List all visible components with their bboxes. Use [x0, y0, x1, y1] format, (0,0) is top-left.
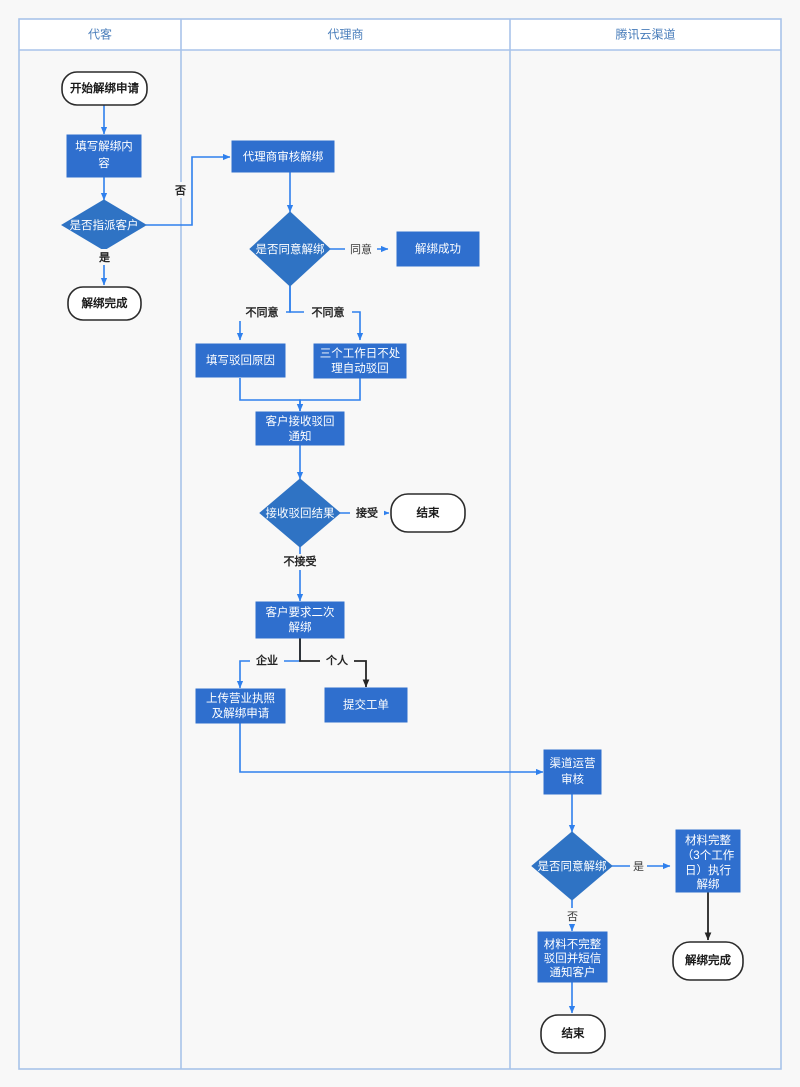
node-label-n9-line1: 三个工作日不处 — [320, 347, 401, 360]
node-label-n15: 提交工单 — [343, 698, 389, 712]
edge-label-n13-n14: 企业 — [255, 653, 278, 667]
node-label-n18-line3: 日）执行 — [685, 863, 731, 877]
node-label-n13-line2: 解绑 — [289, 620, 312, 634]
node-material-incomplete-reject-sms[interactable]: 材料不完整 驳回并短信 通知客户 — [537, 931, 608, 983]
lane-header-tencent: 腾讯云渠道 — [615, 27, 675, 42]
node-label-n5: 代理商审核解绑 — [243, 150, 324, 164]
node-channel-operation-review[interactable]: 渠道运营 审核 — [543, 749, 602, 795]
node-label-n17: 是否同意解绑 — [538, 859, 607, 873]
node-label-n4: 解绑完成 — [82, 296, 128, 310]
lane-title-agent: 代理商 — [327, 27, 363, 42]
swimlane-frame — [18, 18, 782, 1070]
edge-label-n11-n12: 接受 — [356, 505, 378, 519]
node-label-n10-line2: 通知 — [289, 429, 312, 443]
node-submit-ticket[interactable]: 提交工单 — [324, 687, 408, 723]
node-customer-receive-reject-notice[interactable]: 客户接收驳回 通知 — [255, 411, 345, 446]
node-label-n21: 结束 — [561, 1026, 585, 1040]
edge-n3-n5 — [146, 153, 231, 226]
node-fill-unbind-content[interactable]: 填写解绑内 容 — [66, 134, 142, 178]
node-label-n19-line2: 驳回并短信 — [544, 951, 602, 965]
node-label-n9-line2: 理自动驳回 — [331, 362, 389, 375]
lane-title-tencent: 腾讯云渠道 — [615, 27, 675, 42]
node-start-unbind-request[interactable]: 开始解绑申请 — [61, 71, 148, 106]
node-material-complete-execute-unbind[interactable]: 材料完整 （3个工作 日）执行 解绑 — [675, 829, 741, 893]
lane-title-customer: 代客 — [88, 27, 112, 42]
node-label-n10-line1: 客户接收驳回 — [266, 414, 335, 428]
edge-n9-n10 — [296, 378, 361, 412]
node-label-n12: 结束 — [416, 506, 440, 520]
node-label-n18-line4: 解绑 — [697, 877, 720, 891]
edge-labels: 是 否 同意 不同意 不同意 接受 不接受 企业 个人 是 否 — [96, 182, 647, 924]
node-label-n18-line2: （3个工作 — [682, 849, 735, 862]
node-label-n11: 接收驳回结果 — [266, 506, 335, 520]
node-decision-channel-agree-unbind[interactable]: 是否同意解绑 — [531, 831, 613, 901]
node-label-n8: 填写驳回原因 — [206, 353, 275, 367]
node-label-n6: 是否同意解绑 — [256, 242, 325, 256]
node-label-n14-line2: 及解绑申请 — [212, 706, 270, 720]
edge-n14-n16 — [239, 722, 544, 776]
node-label-n20: 解绑完成 — [685, 953, 731, 967]
edge-label-n3-n4: 是 — [98, 251, 111, 264]
node-label-n19-line3: 通知客户 — [550, 965, 596, 979]
node-decision-receive-reject-result[interactable]: 接收驳回结果 — [259, 478, 341, 548]
node-label-n1: 开始解绑申请 — [70, 81, 139, 95]
edge-label-n11-n13: 不接受 — [284, 554, 317, 568]
lane-header-customer: 代客 — [88, 27, 112, 42]
node-decision-assign-customer[interactable]: 是否指派客户 — [61, 199, 147, 251]
node-auto-reject-3days[interactable]: 三个工作日不处 理自动驳回 — [313, 343, 407, 379]
node-label-n18-line1: 材料完整 — [685, 833, 731, 847]
connectors — [100, 105, 712, 1014]
edge-label-n13-n15: 个人 — [325, 653, 349, 667]
node-decision-agent-agree-unbind[interactable]: 是否同意解绑 — [249, 211, 331, 287]
node-agent-review-unbind[interactable]: 代理商审核解绑 — [231, 140, 335, 173]
node-label-n16-line2: 审核 — [561, 772, 584, 786]
node-label-n2-line1: 填写解绑内 — [75, 139, 133, 153]
edge-label-n17-n18: 是 — [633, 860, 644, 873]
node-label-n16-line1: 渠道运营 — [550, 756, 596, 770]
node-upload-license-and-application[interactable]: 上传营业执照 及解绑申请 — [195, 688, 286, 724]
edge-label-n17-n19: 否 — [567, 911, 578, 923]
node-label-n3: 是否指派客户 — [70, 218, 139, 232]
edge-label-n6-n8: 不同意 — [246, 305, 279, 319]
edge-label-n3-n5: 否 — [174, 184, 186, 197]
edge-label-n6-n7: 同意 — [350, 242, 372, 256]
node-label-n7: 解绑成功 — [415, 242, 461, 256]
node-label-n19-line1: 材料不完整 — [544, 937, 602, 951]
node-fill-reject-reason[interactable]: 填写驳回原因 — [195, 343, 286, 378]
node-customer-request-second-unbind[interactable]: 客户要求二次 解绑 — [255, 601, 345, 639]
node-end-agent[interactable]: 结束 — [390, 493, 466, 533]
node-label-n13-line1: 客户要求二次 — [266, 605, 335, 619]
node-end-channel[interactable]: 结束 — [540, 1014, 606, 1054]
lane-header-agent: 代理商 — [327, 27, 363, 42]
node-label-n2-line2: 容 — [98, 156, 110, 170]
node-unbind-complete-customer[interactable]: 解绑完成 — [67, 286, 142, 321]
node-unbind-success[interactable]: 解绑成功 — [396, 231, 480, 267]
edge-label-n6-n9: 不同意 — [312, 305, 345, 319]
node-unbind-complete-channel[interactable]: 解绑完成 — [672, 941, 744, 981]
node-label-n14-line1: 上传营业执照 — [206, 691, 275, 705]
